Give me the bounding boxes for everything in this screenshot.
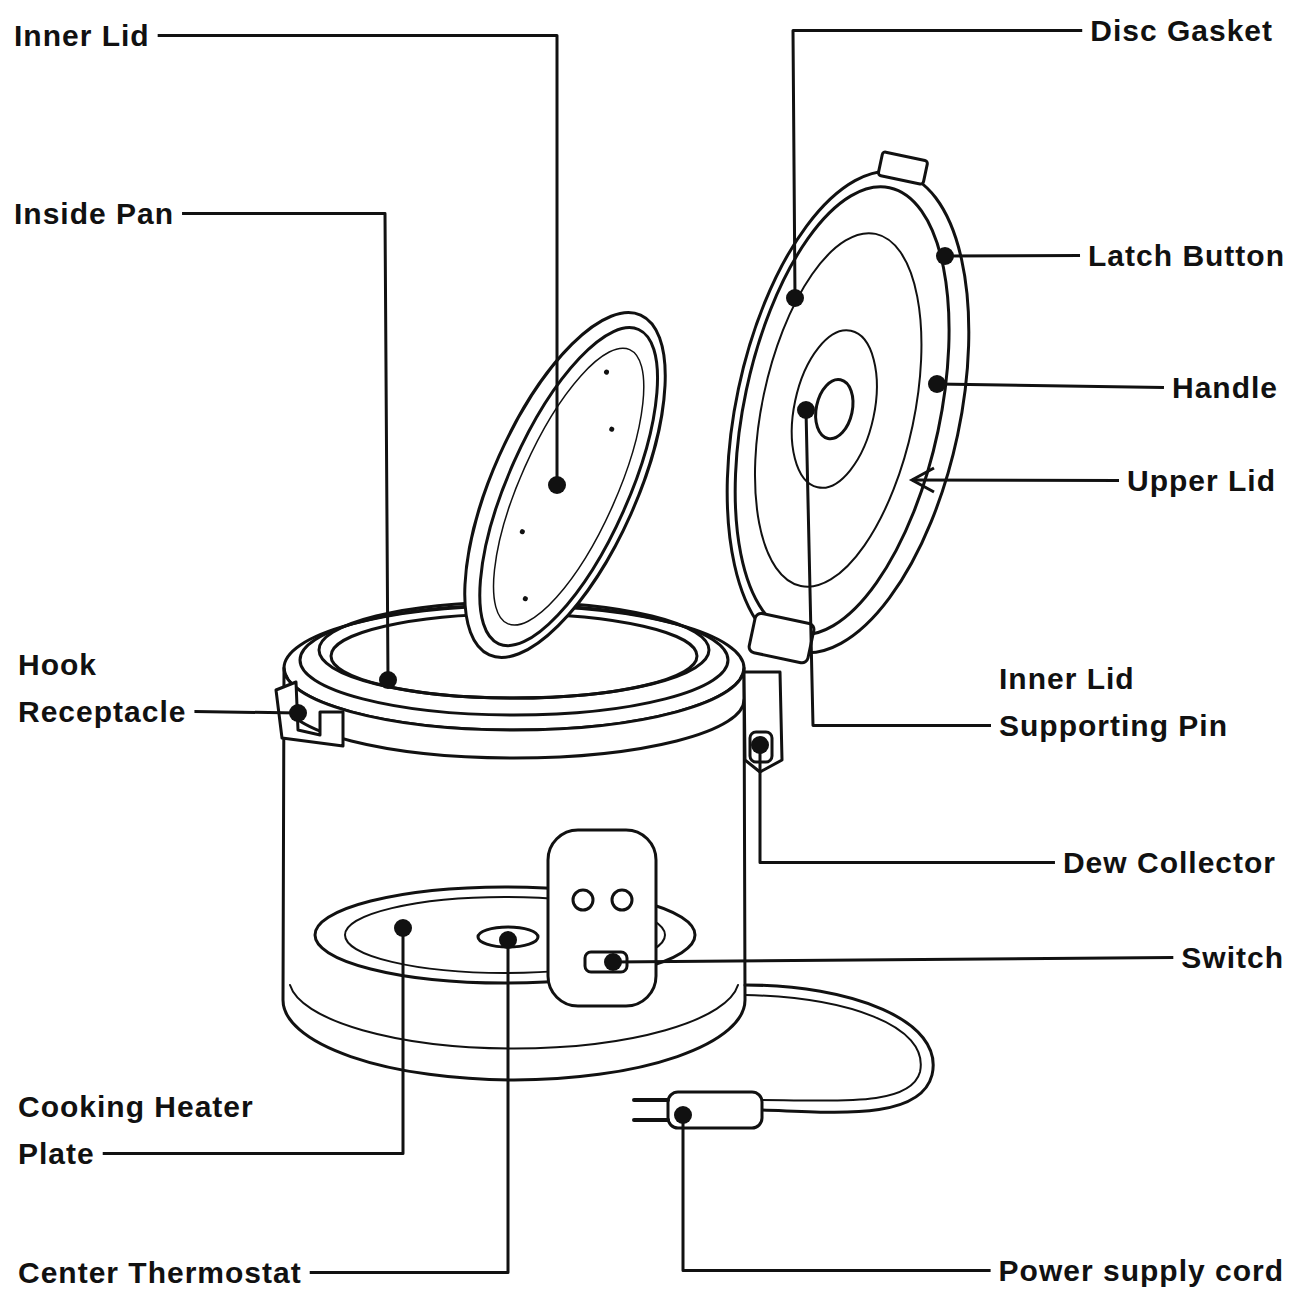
part-label: Latch Button <box>1088 232 1285 279</box>
leader-dot <box>548 476 566 494</box>
power-cord <box>745 995 921 1101</box>
upper-lid-drawing <box>685 132 1012 684</box>
part-label: Inner Lid <box>14 12 150 59</box>
leader-dot <box>604 953 622 971</box>
leader-line <box>937 384 1164 388</box>
leader-dot <box>797 401 815 419</box>
leader-line <box>760 745 1055 863</box>
body-band <box>284 700 744 758</box>
switch-drawing <box>585 952 627 972</box>
leader-dot <box>499 931 517 949</box>
leader-line <box>806 410 991 726</box>
part-label: Power supply cord <box>999 1247 1284 1294</box>
control-panel <box>548 830 656 1006</box>
leader-dot <box>674 1106 692 1124</box>
leader-dot <box>786 289 804 307</box>
leader-dot <box>379 671 397 689</box>
leader-line <box>683 1115 991 1271</box>
part-label: Disc Gasket <box>1090 7 1273 54</box>
part-label: Cooking Heater Plate <box>18 1083 298 1177</box>
power-cord <box>745 985 933 1112</box>
leader-arrowhead <box>912 468 934 492</box>
leader-line <box>613 958 1173 963</box>
hinge-drawing <box>744 672 782 772</box>
inner-lid-drawing <box>424 286 707 684</box>
leader-line <box>158 36 557 486</box>
part-label: Hook Receptacle <box>18 641 218 735</box>
part-label: Inside Pan <box>14 190 174 237</box>
base-line <box>290 985 738 1048</box>
leader-dot <box>394 919 412 937</box>
leader-dot <box>751 736 769 754</box>
leader-line <box>182 214 388 681</box>
part-label: Center Thermostat <box>18 1249 302 1296</box>
part-label: Inner Lid Supporting Pin <box>999 655 1284 749</box>
cooker-body <box>283 668 745 1080</box>
part-label: Handle <box>1172 364 1278 411</box>
leader-line <box>194 712 298 714</box>
leader-line <box>793 31 1082 299</box>
leader-line <box>945 254 1080 258</box>
lamp <box>573 890 593 910</box>
part-label: Switch <box>1181 934 1284 981</box>
leader-dot <box>928 375 946 393</box>
plug-prongs <box>634 1100 668 1120</box>
leader-line <box>310 940 508 1273</box>
leader-dot <box>289 704 307 722</box>
leader-line <box>912 479 1119 483</box>
leader-dot <box>936 247 954 265</box>
lamp <box>612 890 632 910</box>
part-label: Dew Collector <box>1063 839 1276 886</box>
plug <box>668 1092 762 1128</box>
part-label: Upper Lid <box>1127 457 1276 504</box>
